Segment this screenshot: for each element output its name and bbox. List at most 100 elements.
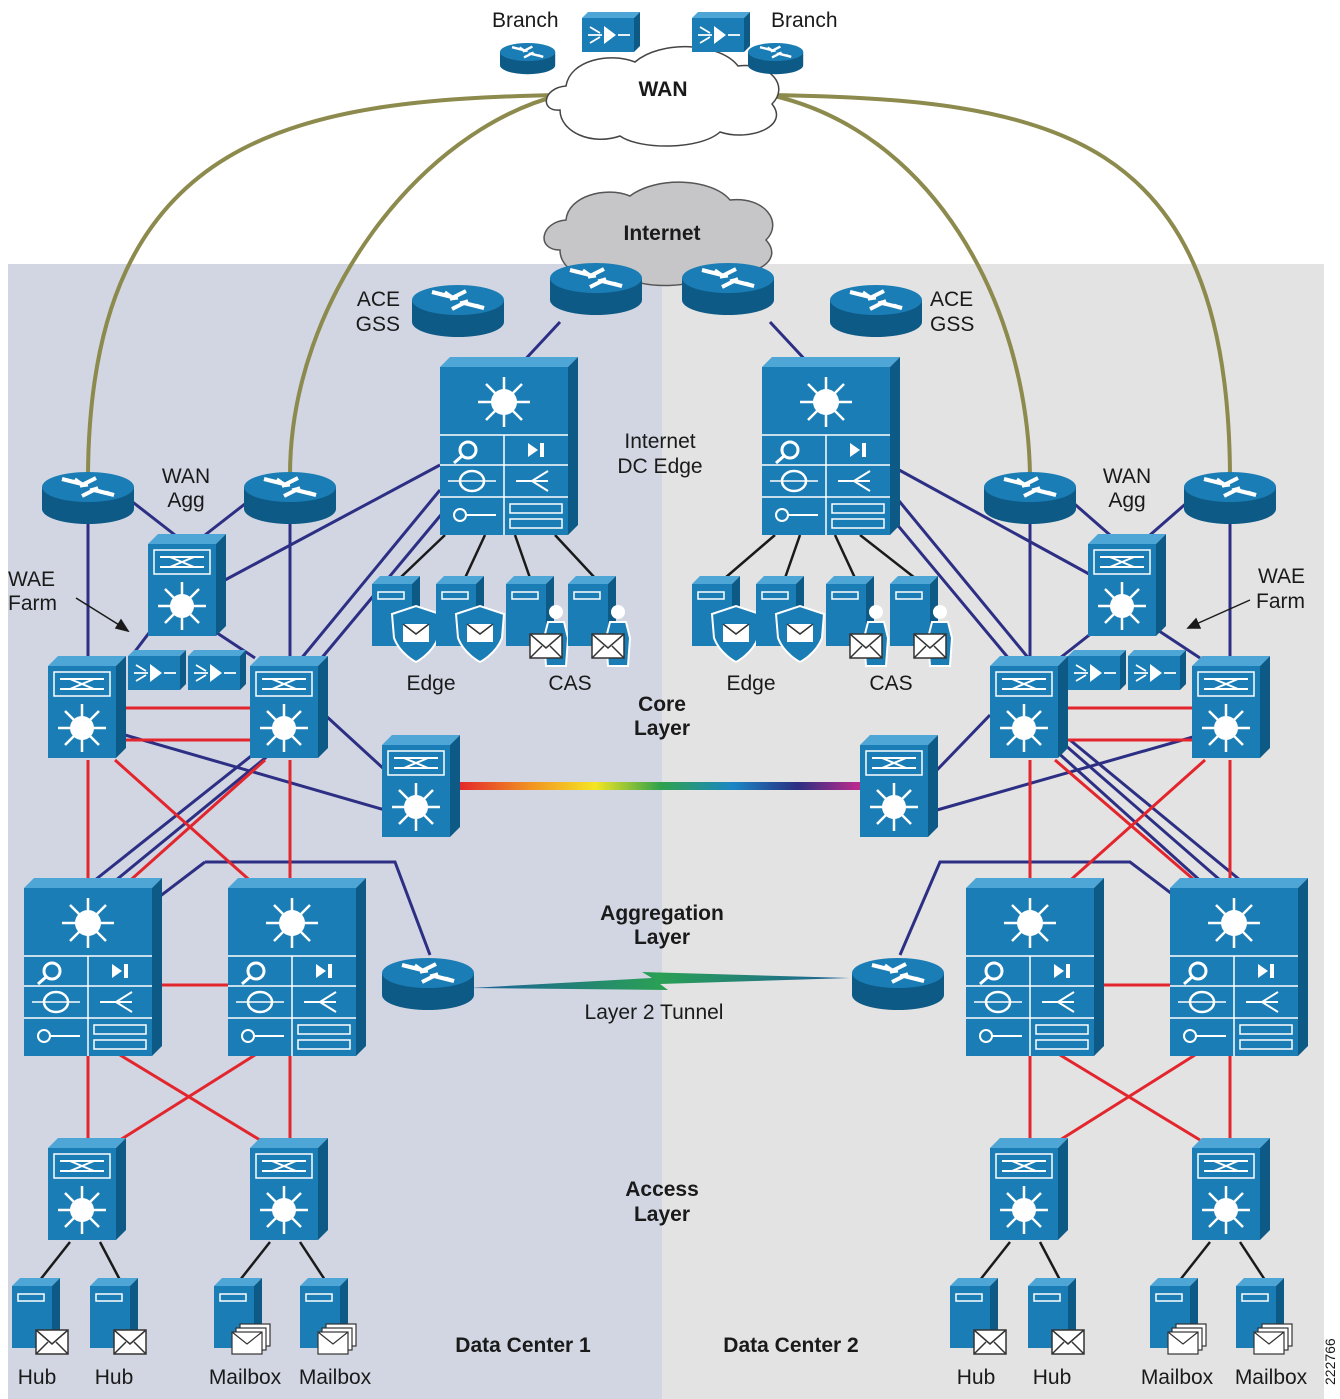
internet-edge-chassis-right (760, 355, 902, 537)
edge-server-3 (691, 575, 762, 664)
hub-label-4: Hub (1033, 1366, 1072, 1389)
hub-label-1: Hub (18, 1366, 57, 1389)
mailbox-label-2: Mailbox (299, 1366, 372, 1389)
branch-right-label: Branch (771, 9, 838, 32)
layer2-tunnel-label: Layer 2 Tunnel (585, 1001, 724, 1024)
internet-label: Internet (623, 222, 700, 245)
access-switch-4 (1190, 1136, 1272, 1242)
hub-server-4 (1027, 1277, 1085, 1355)
data-center-2-label: Data Center 2 (723, 1334, 858, 1357)
hub-label-2: Hub (95, 1366, 134, 1389)
labels: Branch Branch WAN Internet ACE GSS ACE G… (8, 9, 1338, 1389)
mailbox-server-2 (299, 1277, 357, 1355)
core-switch-4 (1190, 654, 1272, 760)
cas-server-2 (567, 575, 632, 667)
data-center-1-label: Data Center 1 (455, 1334, 591, 1357)
dci-switch-left (380, 733, 462, 839)
ace-right-label: ACE (930, 288, 973, 311)
wan-agg-router-4 (1182, 470, 1278, 526)
edge-left-label: Edge (406, 672, 455, 695)
edge-right-label: Edge (726, 672, 775, 695)
mailbox-label-3: Mailbox (1141, 1366, 1214, 1389)
cas-right-label: CAS (869, 672, 912, 695)
aggregation-layer-label-1: Aggregation (600, 902, 724, 925)
wae-switch-right (1086, 532, 1168, 638)
wae-switch-left (146, 532, 228, 638)
gss-left-label: GSS (356, 313, 400, 336)
internet-edge-chassis-left (438, 355, 580, 537)
wan-label: WAN (639, 78, 688, 101)
mailbox-server-4 (1235, 1277, 1293, 1355)
core-switch-1 (46, 654, 128, 760)
access-switch-3 (988, 1136, 1070, 1242)
layer2-tunnel-link (470, 972, 850, 990)
wan-agg-router-2 (242, 470, 338, 526)
agg-chassis-3 (964, 876, 1106, 1058)
mailbox-server-1 (213, 1277, 271, 1355)
branch-router-left (498, 41, 557, 76)
wan-links (86, 93, 1232, 476)
tunnel-router-right (850, 956, 946, 1012)
wan-agg-right-label-1: WAN (1103, 465, 1151, 488)
wan-agg-router-3 (982, 470, 1078, 526)
mailbox-label-4: Mailbox (1235, 1366, 1308, 1389)
wan-agg-router-1 (40, 470, 136, 526)
access-switch-2 (248, 1136, 330, 1242)
dci-switch-right (858, 733, 940, 839)
hub-server-3 (949, 1277, 1007, 1355)
dci-link (458, 782, 862, 790)
core-layer-label-1: Core (638, 693, 686, 716)
hub-server-1 (11, 1277, 69, 1355)
wae-farm-left-label-2: Farm (8, 592, 57, 615)
core-switch-3 (988, 654, 1070, 760)
internet-dc-edge-label-2: DC Edge (617, 455, 702, 478)
access-switch-1 (46, 1136, 128, 1242)
branch-left-label: Branch (492, 9, 559, 32)
ace-gss-left (410, 283, 506, 339)
mailbox-label-1: Mailbox (209, 1366, 282, 1389)
ace-gss-right (828, 283, 924, 339)
internet-dc-edge-label-1: Internet (624, 430, 695, 453)
cas-left-label: CAS (548, 672, 591, 695)
branch-wae-left (581, 11, 641, 53)
mailbox-server-3 (1149, 1277, 1207, 1355)
agg-chassis-4 (1168, 876, 1310, 1058)
ace-left-label: ACE (357, 288, 400, 311)
wae-appliance-1 (127, 649, 187, 691)
wan-agg-left-label-1: WAN (162, 465, 210, 488)
core-layer-label-2: Layer (634, 717, 690, 740)
wan-cloud (545, 46, 780, 147)
server-links (39, 534, 1267, 1281)
wan-agg-left-label-2: Agg (167, 489, 204, 512)
agg-chassis-1 (22, 876, 164, 1058)
core-switch-2 (248, 654, 330, 760)
cas-server-3 (825, 575, 890, 667)
red-links (86, 706, 1232, 1142)
gss-right-label: GSS (930, 313, 974, 336)
aggregation-layer-label-2: Layer (634, 926, 690, 949)
wae-farm-left-label-1: WAE (8, 568, 55, 591)
edge-server-2 (435, 575, 506, 664)
cas-server-4 (889, 575, 954, 667)
internet-router-left (548, 261, 644, 317)
wae-appliance-3 (1067, 649, 1127, 691)
wae-appliance-4 (1127, 649, 1187, 691)
wae-appliance-2 (187, 649, 247, 691)
wae-farm-right-label-2: Farm (1256, 590, 1305, 613)
edge-server-4 (755, 575, 826, 664)
wae-farm-right-label-1: WAE (1258, 565, 1305, 588)
access-layer-label-2: Layer (634, 1203, 690, 1226)
branch-router-right (746, 41, 805, 76)
wan-agg-right-label-2: Agg (1108, 489, 1145, 512)
hub-label-3: Hub (957, 1366, 996, 1389)
tunnel-router-left (380, 956, 476, 1012)
hub-server-2 (89, 1277, 147, 1355)
wae-farm-arrows (75, 597, 1251, 633)
figure-id-label: 222766 (1322, 1338, 1338, 1385)
internet-router-right (680, 261, 776, 317)
agg-chassis-2 (226, 876, 368, 1058)
access-layer-label-1: Access (625, 1178, 699, 1201)
cas-server-1 (505, 575, 570, 667)
branch-wae-right (691, 11, 751, 53)
